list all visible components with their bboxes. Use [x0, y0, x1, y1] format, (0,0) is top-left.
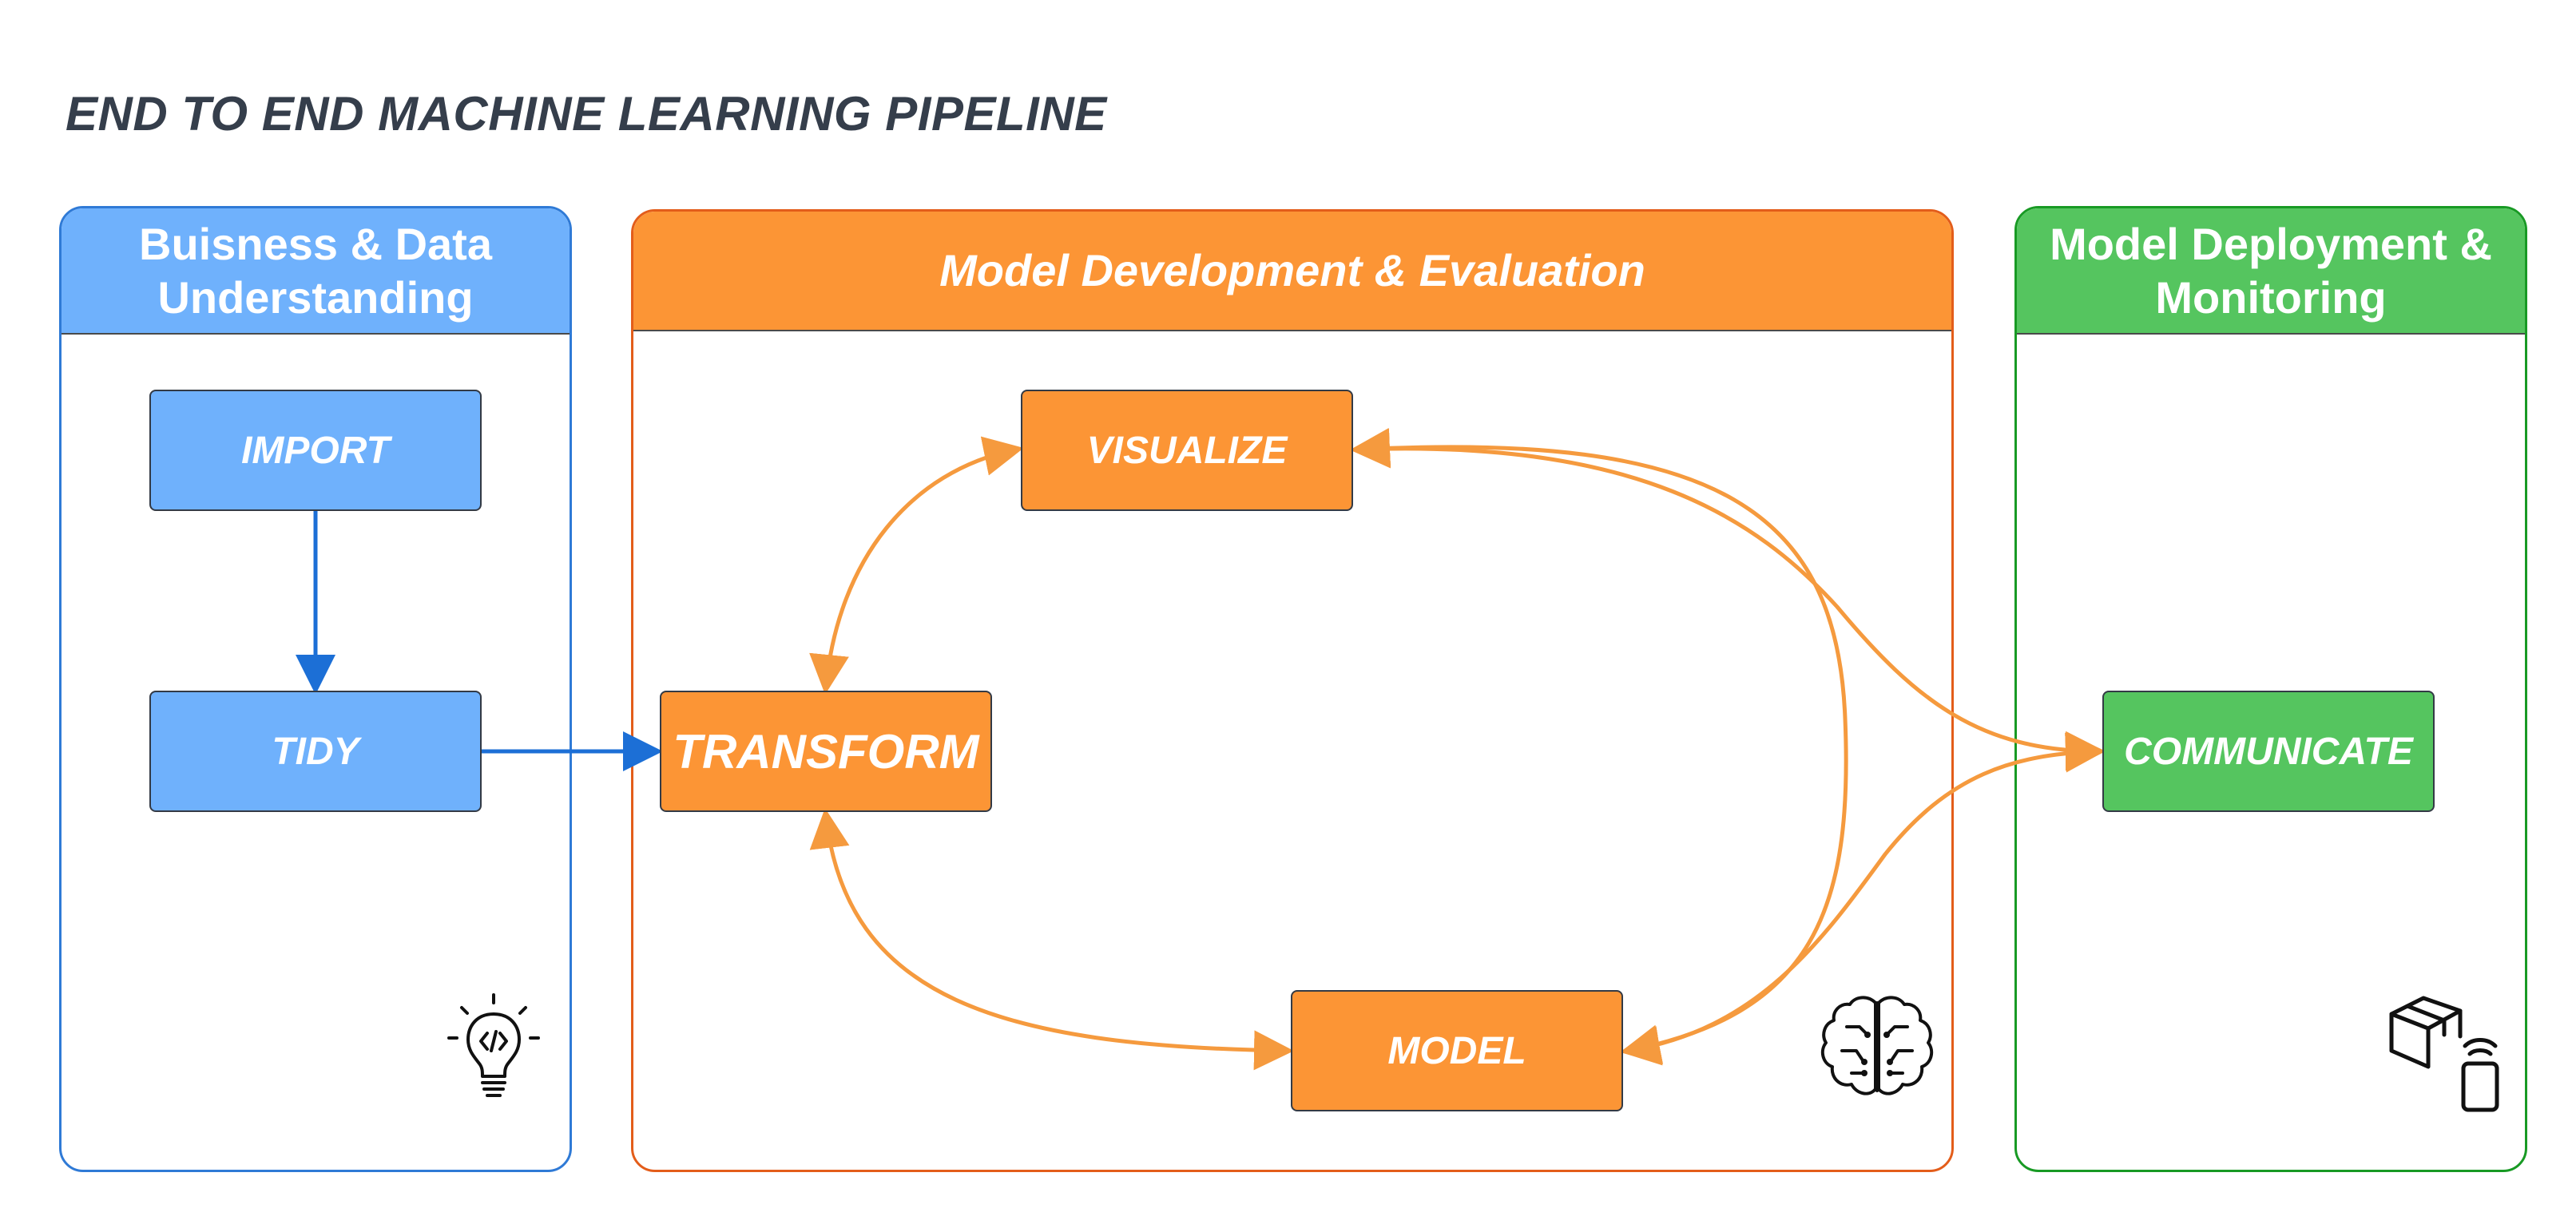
node-transform: TRANSFORM: [660, 691, 992, 812]
node-communicate: COMMUNICATE: [2102, 691, 2435, 812]
node-import: IMPORT: [149, 390, 482, 511]
brain-circuit-icon: [1820, 996, 1934, 1095]
package-phone-icon: [2389, 996, 2499, 1112]
lane-header-development: Model Development & Evaluation: [633, 212, 1951, 331]
node-model: MODEL: [1291, 990, 1623, 1111]
node-tidy: TIDY: [149, 691, 482, 812]
lane-header-business: Buisness & Data Understanding: [62, 208, 570, 335]
lightbulb-code-icon: [447, 993, 540, 1097]
lane-business-understanding: Buisness & Data Understanding: [59, 206, 572, 1172]
node-visualize: VISUALIZE: [1021, 390, 1353, 511]
page-title: END TO END MACHINE LEARNING PIPELINE: [65, 87, 1107, 141]
lane-header-deployment: Model Deployment & Monitoring: [2017, 208, 2525, 335]
